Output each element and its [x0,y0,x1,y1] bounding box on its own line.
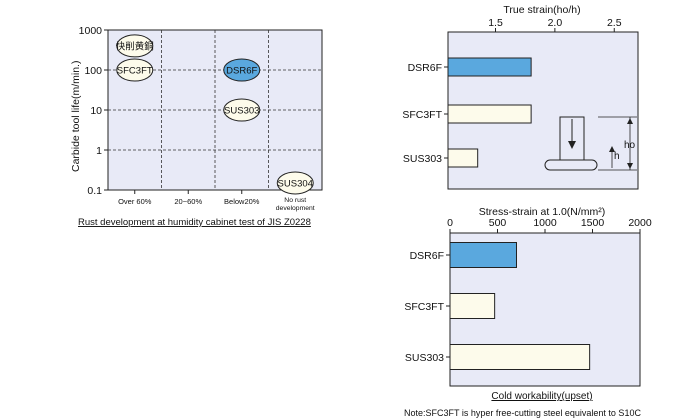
true-strain-chart: True strain(ho/h) 1.5 2.0 2.5 DSR6F SFC3FT S… [402,4,639,190]
left-point-0 [116,34,154,58]
true-strain-bar-0 [447,57,532,77]
true-strain-category-labels: DSR6F SFC3FT SUS303 [402,62,448,165]
left-point-2 [223,58,261,82]
true-strain-bar-2 [447,148,479,168]
left-y-tick-label-0: 0.1 [87,185,102,197]
stress-strain-x-tick-label-2: 1000 [533,217,557,229]
true-strain-category-label-0: DSR6F [408,62,442,74]
left-point-label-2: DSR6F [226,66,257,77]
left-x-tick-label-1: 20~60% [174,197,202,206]
stress-strain-category-label-2: SUS303 [405,352,444,364]
left-point-4 [276,171,314,195]
stress-strain-chart: Stress-strain at 1.0(N/mm²) 0 500 1000 1500… [404,206,652,402]
true-strain-x-tick-label-1: 2.0 [548,17,563,29]
stress-strain-title: Stress-strain at 1.0(N/mm²) [479,206,606,218]
stress-strain-bar-1 [449,293,496,319]
left-chart-caption: Rust development at humidity cabinet tes… [78,217,311,228]
true-strain-x-tick-label-2: 2.5 [607,17,622,29]
left-y-axis-label: Carbide tool life(m/min.) [70,61,82,172]
left-point-1 [116,58,154,82]
stress-strain-x-ticks: 0 500 1000 1500 2000 [447,217,652,233]
h-label: h [614,151,620,162]
true-strain-x-ticks: 1.5 2.0 2.5 [488,17,622,32]
stress-strain-category-labels: DSR6F SFC3FT SUS303 [404,250,450,364]
left-x-tick-label-0: Over 60% [118,197,152,206]
h-arrow-up [609,146,615,152]
ho-arrow-up [627,118,633,124]
true-strain-bars [447,57,532,168]
left-y-tick-labels: 0.1 1 10 100 1000 [79,25,108,197]
ho-arrow-down [627,163,633,169]
true-strain-x-tick-label-0: 1.5 [488,17,503,29]
left-point-label-0: 快削黄銅 [116,40,154,52]
true-strain-bar-1 [447,104,532,124]
rust-vs-tool-life-chart: 0.1 1 10 100 1000 Over 60% 20~60% Below20% No r… [70,25,323,228]
stress-strain-category-label-1: SFC3FT [404,301,444,313]
stress-strain-x-tick-label-1: 500 [489,217,507,229]
left-point-label-4: SUS304 [278,178,313,189]
true-strain-category-label-1: SFC3FT [402,109,442,121]
specimen-upset [544,159,598,171]
left-x-tick-label-3-1: development [276,205,315,212]
footnote: Note:SFC3FT is hyper free-cutting steel … [404,408,641,418]
true-strain-title: True strain(ho/h) [503,4,580,16]
stress-strain-x-tick-label-4: 2000 [628,217,652,229]
stress-strain-bar-0 [449,242,517,268]
left-x-tick-label-3-0: No rust [284,197,306,204]
ho-label: ho [624,140,636,151]
stress-strain-x-tick-label-3: 1500 [581,217,605,229]
left-y-tick-label-2: 10 [90,105,102,117]
upset-specimen-diagram: ho h [544,116,637,171]
left-y-tick-label-3: 100 [84,65,102,77]
stress-strain-caption: Cold workability(upset) [491,391,592,402]
stress-strain-category-label-0: DSR6F [410,250,444,262]
left-x-tick-label-2: Below20% [224,197,260,206]
true-strain-category-label-2: SUS303 [403,153,442,165]
left-point-label-3: SUS303 [224,106,259,117]
left-point-3 [223,98,261,122]
stress-strain-x-tick-label-0: 0 [447,217,453,229]
left-point-label-1: SFC3FT [117,66,153,77]
left-y-tick-label-1: 1 [96,145,102,157]
compression-arrow-head [568,141,576,149]
stress-strain-bars [449,242,591,370]
left-y-tick-label-4: 1000 [79,25,103,37]
stress-strain-bar-2 [449,344,591,370]
